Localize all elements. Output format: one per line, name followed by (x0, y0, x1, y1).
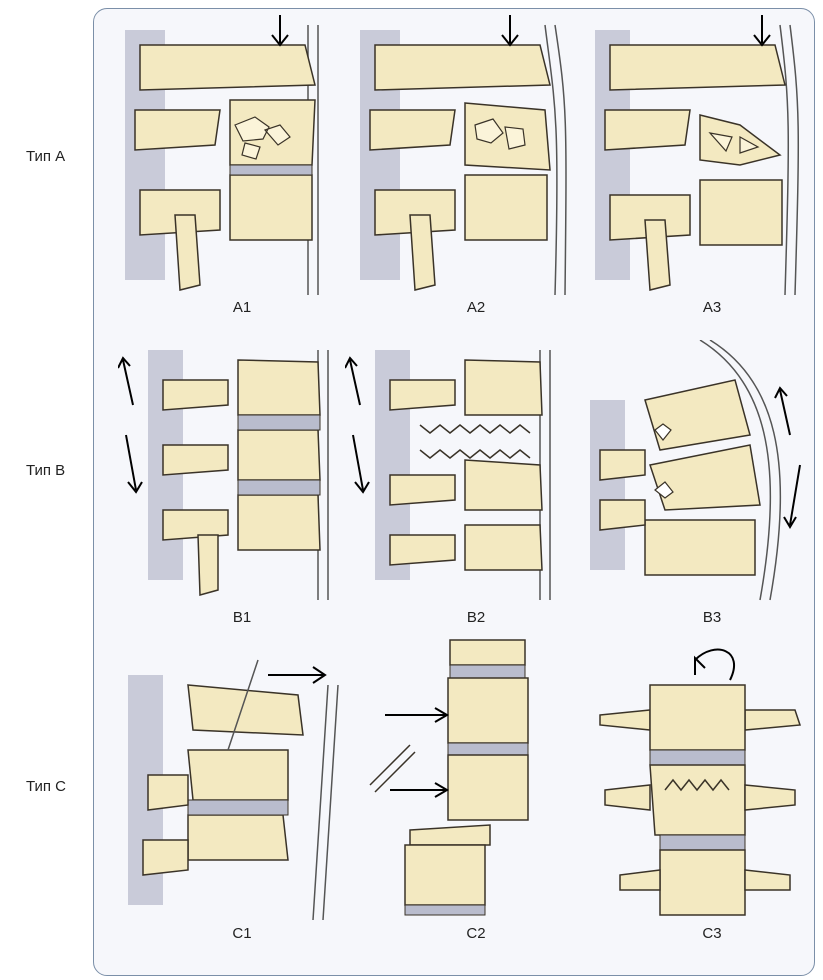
caption-b2: B2 (446, 609, 506, 626)
caption-a2: A2 (446, 299, 506, 316)
caption-c1: C1 (212, 925, 272, 942)
row-label-type-a: Тип A (26, 148, 65, 165)
caption-a3: A3 (682, 299, 742, 316)
illustration-b3 (585, 340, 810, 605)
illustration-b2 (345, 340, 565, 605)
row-label-type-b: Тип B (26, 462, 65, 479)
caption-a1: A1 (212, 299, 272, 316)
illustration-a2 (355, 15, 570, 300)
row-label-type-c: Тип C (26, 778, 66, 795)
caption-c3: C3 (682, 925, 742, 942)
caption-c2: C2 (446, 925, 506, 942)
illustration-a1 (120, 15, 335, 300)
illustration-c3 (595, 640, 810, 930)
illustration-c2 (360, 630, 570, 930)
illustration-c1 (118, 655, 348, 925)
caption-b1: B1 (212, 609, 272, 626)
caption-b3: B3 (682, 609, 742, 626)
illustration-b1 (118, 340, 338, 605)
illustration-a3 (590, 15, 805, 300)
